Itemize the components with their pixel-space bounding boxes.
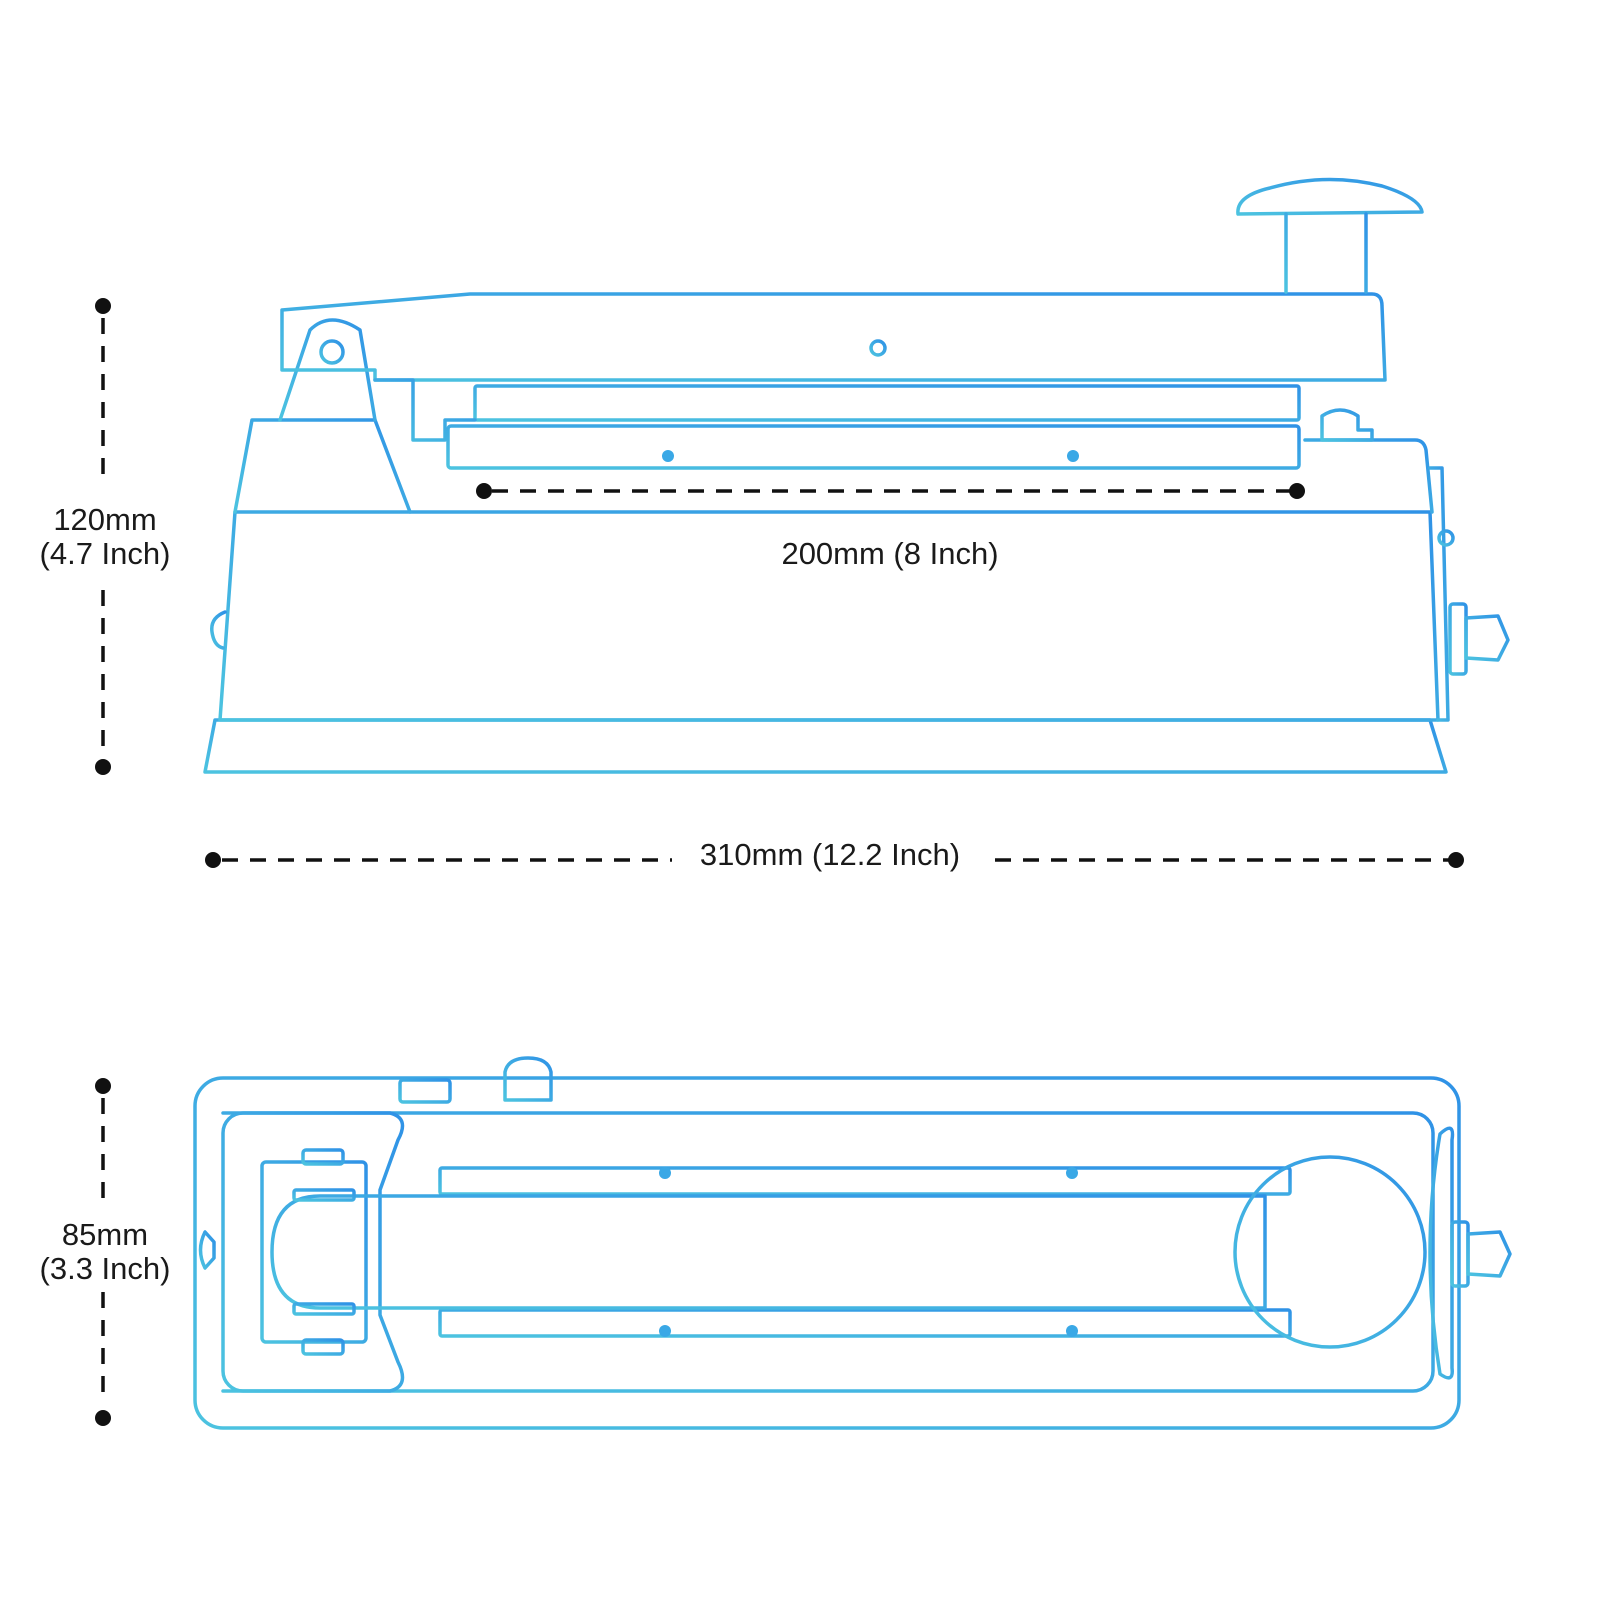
top-view (193, 1056, 1512, 1430)
length-dot-left (205, 852, 221, 868)
top-dot-4 (1066, 1325, 1078, 1337)
height-dot-bottom (95, 759, 111, 775)
seal-dot-left (476, 483, 492, 499)
depth-label: 85mm (3.3 Inch) (20, 1218, 190, 1286)
height-dot-top (95, 298, 111, 314)
right-panel (1428, 466, 1450, 722)
jaw-dot-right (1067, 450, 1079, 462)
top-handle-disc (1233, 1155, 1427, 1349)
seal-dot-right (1289, 483, 1305, 499)
top-connector-1 (398, 1078, 452, 1104)
seal-length-label: 200mm (8 Inch) (781, 536, 999, 571)
dimension-endpoints (95, 298, 1464, 1426)
top-arm (270, 1194, 1267, 1310)
top-rail-upper (438, 1166, 1292, 1196)
depth-inch: (3.3 Inch) (39, 1251, 171, 1286)
arm-pin (869, 339, 887, 357)
height-label: 120mm (4.7 Inch) (20, 503, 190, 571)
dimension-lines (101, 318, 1450, 1404)
side-view-dots (662, 450, 1079, 462)
handle-cap (1236, 177, 1424, 216)
adjust-dial (1448, 602, 1510, 676)
lower-jaw (446, 424, 1301, 470)
depth-dot-top (95, 1078, 111, 1094)
handle-stem (1284, 212, 1368, 294)
top-indicator (503, 1056, 553, 1102)
top-hinge-plate (221, 1111, 405, 1393)
hinge-pivot (319, 339, 345, 365)
indicator-light (1320, 408, 1374, 442)
height-inch: (4.7 Inch) (39, 536, 171, 571)
side-knob-left (210, 610, 227, 650)
length-dot-right (1448, 852, 1464, 868)
upper-arm (280, 292, 1387, 382)
top-dot-1 (659, 1167, 671, 1179)
depth-mm: 85mm (61, 1217, 149, 1252)
top-dot-3 (659, 1325, 671, 1337)
side-view (203, 177, 1510, 774)
body-top-right (1303, 438, 1434, 514)
hinge-tower (233, 418, 412, 514)
jaw-dot-left (662, 450, 674, 462)
height-mm: 120mm (53, 502, 157, 537)
top-view-dots (659, 1167, 1078, 1337)
length-label: 310mm (12.2 Inch) (680, 838, 980, 872)
jaw-bracket (373, 378, 477, 442)
top-dot-2 (1066, 1167, 1078, 1179)
top-hinge-bracket (260, 1160, 368, 1344)
top-right-panel (1428, 1126, 1455, 1380)
top-adjust-dial (1450, 1220, 1512, 1288)
top-rail-lower (438, 1308, 1292, 1338)
top-body-inner (221, 1111, 1435, 1393)
top-side-notch (198, 1230, 216, 1270)
base-foot (203, 718, 1448, 774)
depth-dot-bottom (95, 1410, 111, 1426)
hinge-arm (278, 318, 377, 422)
top-base-outer (193, 1076, 1461, 1430)
right-panel-dot (1437, 529, 1455, 547)
